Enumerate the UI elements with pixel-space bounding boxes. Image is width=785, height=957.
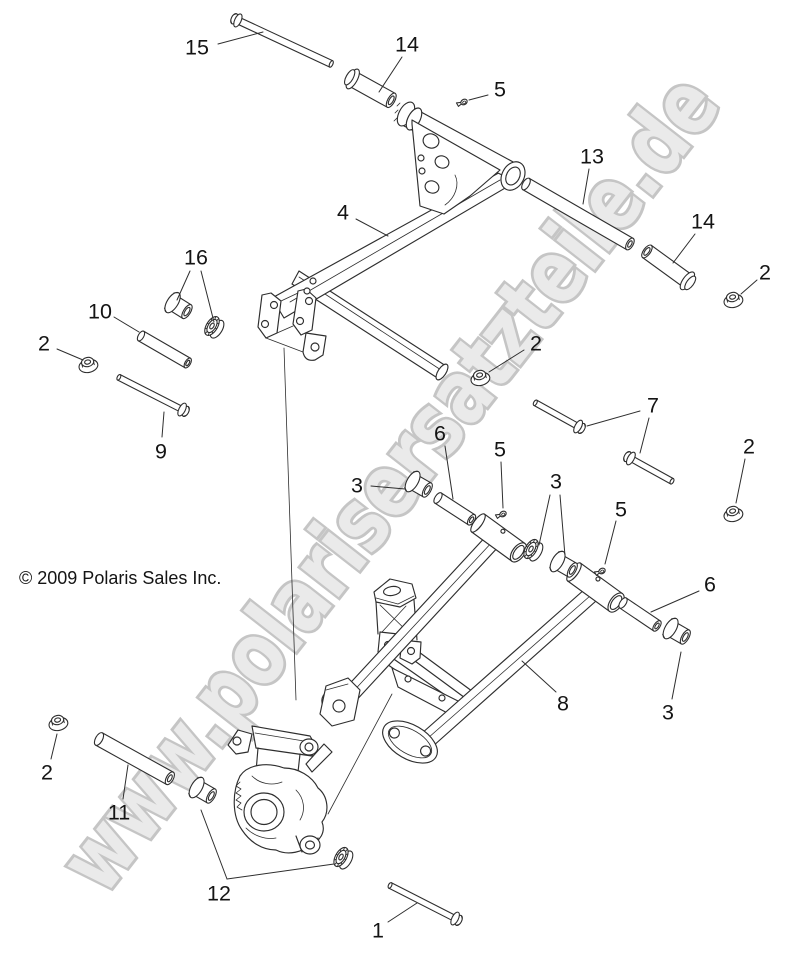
pivot-tube-13	[521, 177, 635, 251]
pivot-shaft-14-top	[344, 68, 397, 109]
flange-nut-2-botleft	[48, 714, 69, 732]
callout-4-6: 4	[337, 201, 389, 237]
assembly-line-frame-to-knuckle	[327, 693, 393, 815]
callout-10-8: 10	[88, 300, 140, 333]
callout-15-0: 15	[185, 31, 264, 60]
a-arm-mount-bracket	[257, 277, 327, 361]
callout-7-12: 7	[586, 394, 659, 454]
callout-label: 3	[351, 474, 363, 498]
hardware-parts	[48, 13, 744, 926]
callout-2-18: 2	[735, 435, 755, 504]
callout-label: 5	[494, 438, 506, 462]
lower-trailing-arm	[382, 562, 625, 764]
callout-label: 5	[615, 498, 627, 522]
knuckle-bore	[243, 792, 285, 832]
flange-nut-2-topright	[723, 291, 744, 309]
callout-2-9: 2	[38, 332, 84, 361]
callout-9-10: 9	[155, 411, 167, 464]
frame-bracket	[373, 578, 481, 719]
callout-label: 5	[494, 78, 506, 102]
callout-3-15: 3	[351, 474, 406, 498]
callout-label: 8	[557, 692, 569, 716]
callout-3-20: 3	[662, 651, 682, 725]
spacer-6-lower	[618, 597, 662, 632]
grease-screw-5-low	[593, 567, 606, 576]
callout-label: 12	[207, 882, 231, 906]
flange-nut-2-right	[723, 505, 744, 523]
callout-label: 16	[184, 246, 208, 270]
callout-8-21: 8	[521, 660, 569, 716]
bushing-12-right	[333, 846, 354, 870]
callout-label: 13	[580, 145, 604, 169]
callouts: 15 14 5 13 14 2 4 16 10 2 9 2 7 6 5 3 3 5 2 6 3 8 2 11 12 1	[38, 31, 771, 943]
bushing-3-upperleft	[404, 470, 433, 498]
callout-5-2: 5	[468, 78, 506, 102]
callout-label: 9	[155, 440, 167, 464]
bushing-16-left	[163, 291, 193, 320]
callout-label: 11	[108, 801, 130, 825]
grease-screw-5-top	[455, 98, 468, 107]
callout-label: 3	[662, 701, 674, 725]
callout-label: 7	[647, 394, 659, 418]
bolt-7-lower	[623, 450, 675, 485]
knuckle-upper-strut	[305, 743, 333, 773]
watermark: www.polarisersatzteile.de	[39, 55, 739, 910]
callout-label: 3	[550, 470, 562, 494]
callout-2-22: 2	[41, 733, 58, 785]
callout-label: 14	[691, 210, 715, 234]
callout-11-23: 11	[108, 764, 130, 825]
callout-2-11: 2	[488, 332, 542, 373]
a-arm	[257, 101, 526, 381]
callout-label: 4	[337, 201, 349, 225]
pivot-bolt-15	[230, 13, 334, 68]
spacer-tube-10	[136, 330, 192, 369]
callout-label: 1	[372, 919, 384, 943]
bolt-9	[116, 373, 190, 417]
callout-6-19: 6	[650, 573, 716, 613]
callout-label: 2	[41, 761, 53, 785]
callout-13-3: 13	[580, 145, 604, 205]
callout-label: 10	[88, 300, 112, 324]
bolt-7-upper	[532, 399, 586, 435]
callout-6-13: 6	[434, 422, 454, 500]
grease-screw-5-mid	[494, 510, 507, 519]
callout-12-24: 12	[200, 809, 335, 906]
knuckle	[227, 725, 333, 855]
callout-5-17: 5	[604, 498, 627, 565]
callout-label: 6	[704, 573, 716, 597]
callout-3-16: 3	[538, 470, 566, 557]
callout-label: 2	[38, 332, 50, 356]
bushing-16-right	[204, 316, 225, 339]
pivot-shaft-14-right	[641, 244, 697, 291]
bushing-3-right	[662, 617, 691, 645]
callout-14-1: 14	[378, 33, 419, 93]
callout-label: 2	[759, 261, 771, 285]
callout-2-5: 2	[740, 261, 771, 295]
callout-label: 2	[743, 435, 755, 459]
callout-label: 2	[530, 332, 542, 356]
flange-nut-2-middle	[470, 369, 491, 387]
callout-14-4: 14	[672, 210, 715, 264]
bushing-3-center-b	[549, 550, 578, 578]
flange-nut-2-left	[78, 356, 99, 374]
spacer-shaft-11	[93, 732, 175, 786]
callout-label: 14	[395, 33, 419, 57]
lower-arm-eyelet	[382, 720, 438, 764]
callout-16-7: 16	[176, 246, 215, 323]
bolt-1	[387, 882, 463, 926]
callout-label: 6	[434, 422, 446, 446]
copyright: © 2009 Polaris Sales Inc.	[19, 568, 221, 588]
callout-5-14: 5	[494, 438, 506, 509]
frame-plate	[319, 677, 361, 727]
bushing-12-left	[188, 776, 217, 804]
spacer-6-upper	[433, 492, 477, 526]
callout-1-25: 1	[372, 902, 418, 943]
callout-label: 15	[185, 36, 209, 60]
assembly-line-aarm-to-knuckle	[283, 347, 297, 701]
bushing-3-center-a	[523, 538, 544, 562]
